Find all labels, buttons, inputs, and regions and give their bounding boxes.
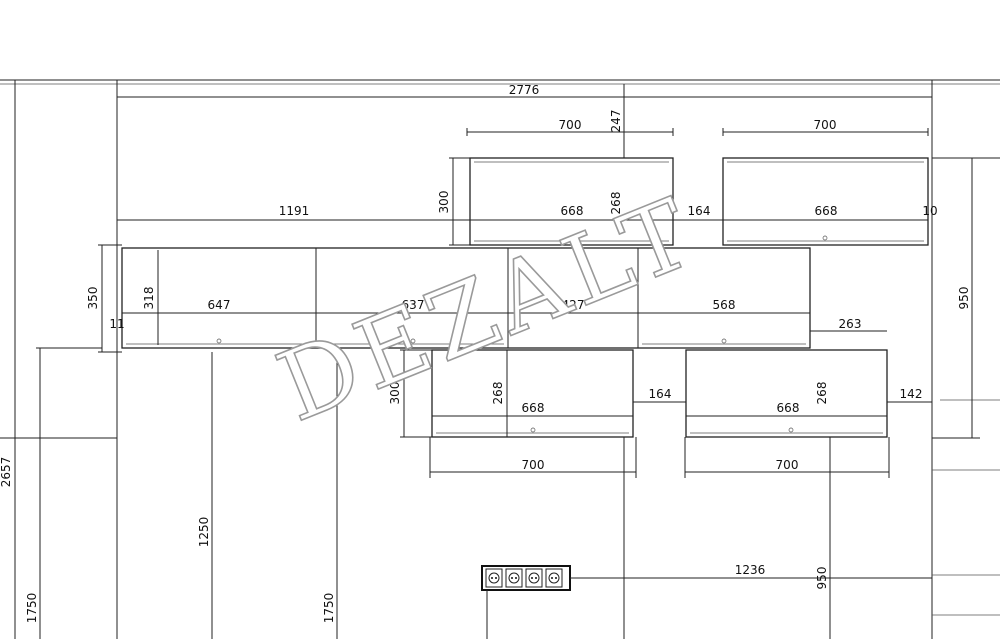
label-top-left-inner-h: 268 [609,192,623,215]
label-w-263: 263 [839,317,862,331]
label-h-2657: 2657 [0,457,13,488]
label-h-1250: 1250 [197,517,211,548]
label-w-700-bottom-right: 700 [776,458,799,472]
label-w-668-bottom-left: 668 [522,401,545,415]
lower-cabinet-left: 668 268 700 [429,349,637,478]
dim-floor-heights: 2657 1750 1250 1750 950 [0,347,831,639]
wall-lines [0,79,1000,639]
label-w-647: 647 [208,298,231,312]
label-w-568: 568 [713,298,736,312]
dim-gap-top: 247 164 [609,84,723,221]
watermark: DEZALT [263,175,712,443]
label-side-10: 10 [922,204,937,218]
label-w-637: 637 [402,298,425,312]
label-left-unit-width: 1191 [279,204,310,218]
label-gap-top: 247 [609,110,623,133]
dim-right-950: 950 [932,157,1000,439]
label-h-318: 318 [142,287,156,310]
label-w-700-bottom-left: 700 [522,458,545,472]
upper-cabinet-left: 700 668 268 [466,118,674,246]
label-top-right-width: 700 [814,118,837,132]
dim-left-heights: 350 318 11 [86,244,159,353]
label-w-11: 11 [109,317,124,331]
dim-gap-164-bottom: 164 [633,387,686,403]
label-h-950-right: 950 [957,287,971,310]
label-top-left-width: 700 [559,118,582,132]
label-h-268-bottom-left: 268 [491,382,505,405]
upper-cabinet-right: 700 668 10 [722,118,938,246]
dim-left-unit-width: 1191 [116,204,470,224]
label-h-1750-mid: 1750 [322,593,336,624]
dim-height-300-bottom: 300 [388,349,432,438]
label-gap-164-top: 164 [688,204,711,218]
label-top-left-inner: 668 [561,204,584,218]
label-top-right-inner: 668 [815,204,838,218]
label-height-300-left: 300 [437,191,451,214]
middle-row: 647 637 427 568 263 [121,247,887,349]
label-w-1236: 1236 [735,563,766,577]
label-w-142: 142 [900,387,923,401]
label-h-1750-left: 1750 [25,593,39,624]
power-outlet-strip: 1236 [481,563,932,639]
dim-height-300-left: 300 [437,157,470,246]
dim-total-width: 2776 [116,83,933,102]
label-total-width: 2776 [509,83,540,97]
lower-cabinet-right: 668 268 700 142 [684,349,932,478]
label-h-300-bottom: 300 [388,382,402,405]
label-w-427: 427 [562,298,585,312]
label-h-268-bottom-right: 268 [815,382,829,405]
label-h-350: 350 [86,287,100,310]
label-w-668-bottom-right: 668 [777,401,800,415]
label-w-164-bottom: 164 [649,387,672,401]
